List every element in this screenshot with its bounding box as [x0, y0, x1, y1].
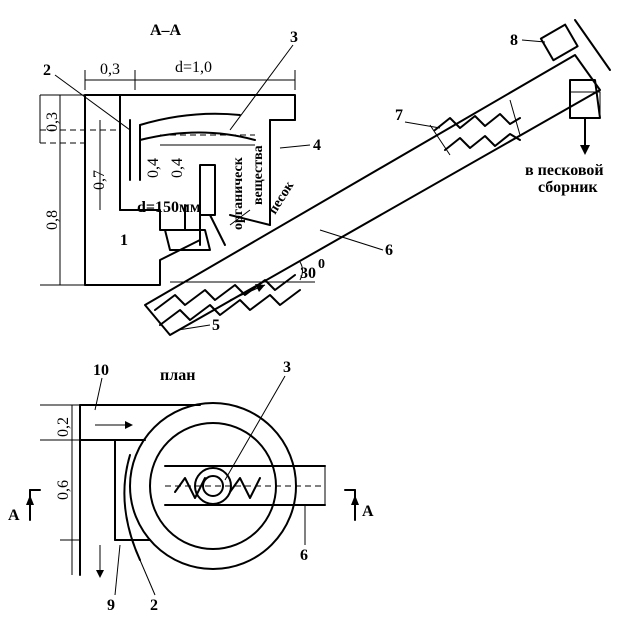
plan-dim-0-6: 0,6 — [55, 480, 72, 500]
label-organic-2: вещества — [251, 145, 266, 205]
to-collector-line2: сборник — [538, 179, 598, 196]
plan-callout-3: 3 — [283, 359, 291, 376]
plan-callout-9: 9 — [107, 597, 115, 614]
dims-top — [84, 70, 296, 90]
dim-d-1-0: d=1,0 — [175, 59, 212, 76]
chamber — [139, 112, 256, 146]
plan-tank — [129, 402, 297, 570]
screw-flights-lower — [154, 274, 301, 326]
dims-left — [39, 94, 101, 286]
plan-callouts: 10 3 6 9 2 — [93, 359, 308, 614]
angle-arc — [299, 261, 303, 281]
plan-conveyor — [164, 465, 326, 506]
plan-inlet-channel — [79, 404, 201, 576]
dim-d-150mm: d=150мм — [137, 199, 201, 216]
dim-0-7: 0,7 — [91, 170, 108, 190]
hopper — [164, 214, 226, 251]
callout-7: 7 — [395, 107, 403, 124]
to-collector-line1: в песковой — [525, 162, 604, 179]
discharge-chute — [569, 79, 601, 155]
water-level — [40, 129, 120, 144]
dim-0-4-a: 0,4 — [145, 158, 162, 178]
plan-dim-0-2: 0,2 — [55, 417, 72, 437]
callout-6: 6 — [385, 242, 393, 259]
plan-callout-2: 2 — [150, 597, 158, 614]
callout-4: 4 — [313, 137, 321, 154]
screw-conveyor — [144, 54, 601, 336]
callout-1: 1 — [120, 232, 128, 249]
section-title: А–А — [150, 22, 182, 39]
callout-3: 3 — [290, 29, 298, 46]
callout-2: 2 — [43, 62, 51, 79]
motor — [539, 19, 611, 71]
plan-callout-10: 10 — [93, 362, 109, 379]
section-mark-right: А — [362, 503, 374, 520]
section-markers — [26, 489, 359, 521]
plan-title: план — [160, 367, 195, 384]
dim-0-3-left: 0,3 — [44, 112, 61, 132]
angle-30: 30 — [300, 265, 316, 282]
dim-0-8: 0,8 — [44, 210, 61, 230]
plan-dims — [40, 404, 80, 575]
angle-degree: 0 — [318, 257, 325, 272]
dim-0-3-top: 0,3 — [100, 61, 120, 78]
callout-8: 8 — [510, 32, 518, 49]
label-organic: органическ — [231, 156, 246, 230]
dim-0-4-b: 0,4 — [169, 158, 186, 178]
callout-5: 5 — [212, 317, 220, 334]
tank-walls — [84, 94, 296, 286]
plan-callout-6: 6 — [300, 547, 308, 564]
section-callouts: 1 2 3 4 5 6 7 8 — [43, 29, 546, 334]
flow-arrows — [229, 209, 266, 301]
screw-flights-upper — [429, 99, 521, 156]
section-mark-left: А — [8, 507, 20, 524]
plan-flow-arrows — [95, 421, 133, 578]
inlet-channel — [119, 94, 216, 231]
